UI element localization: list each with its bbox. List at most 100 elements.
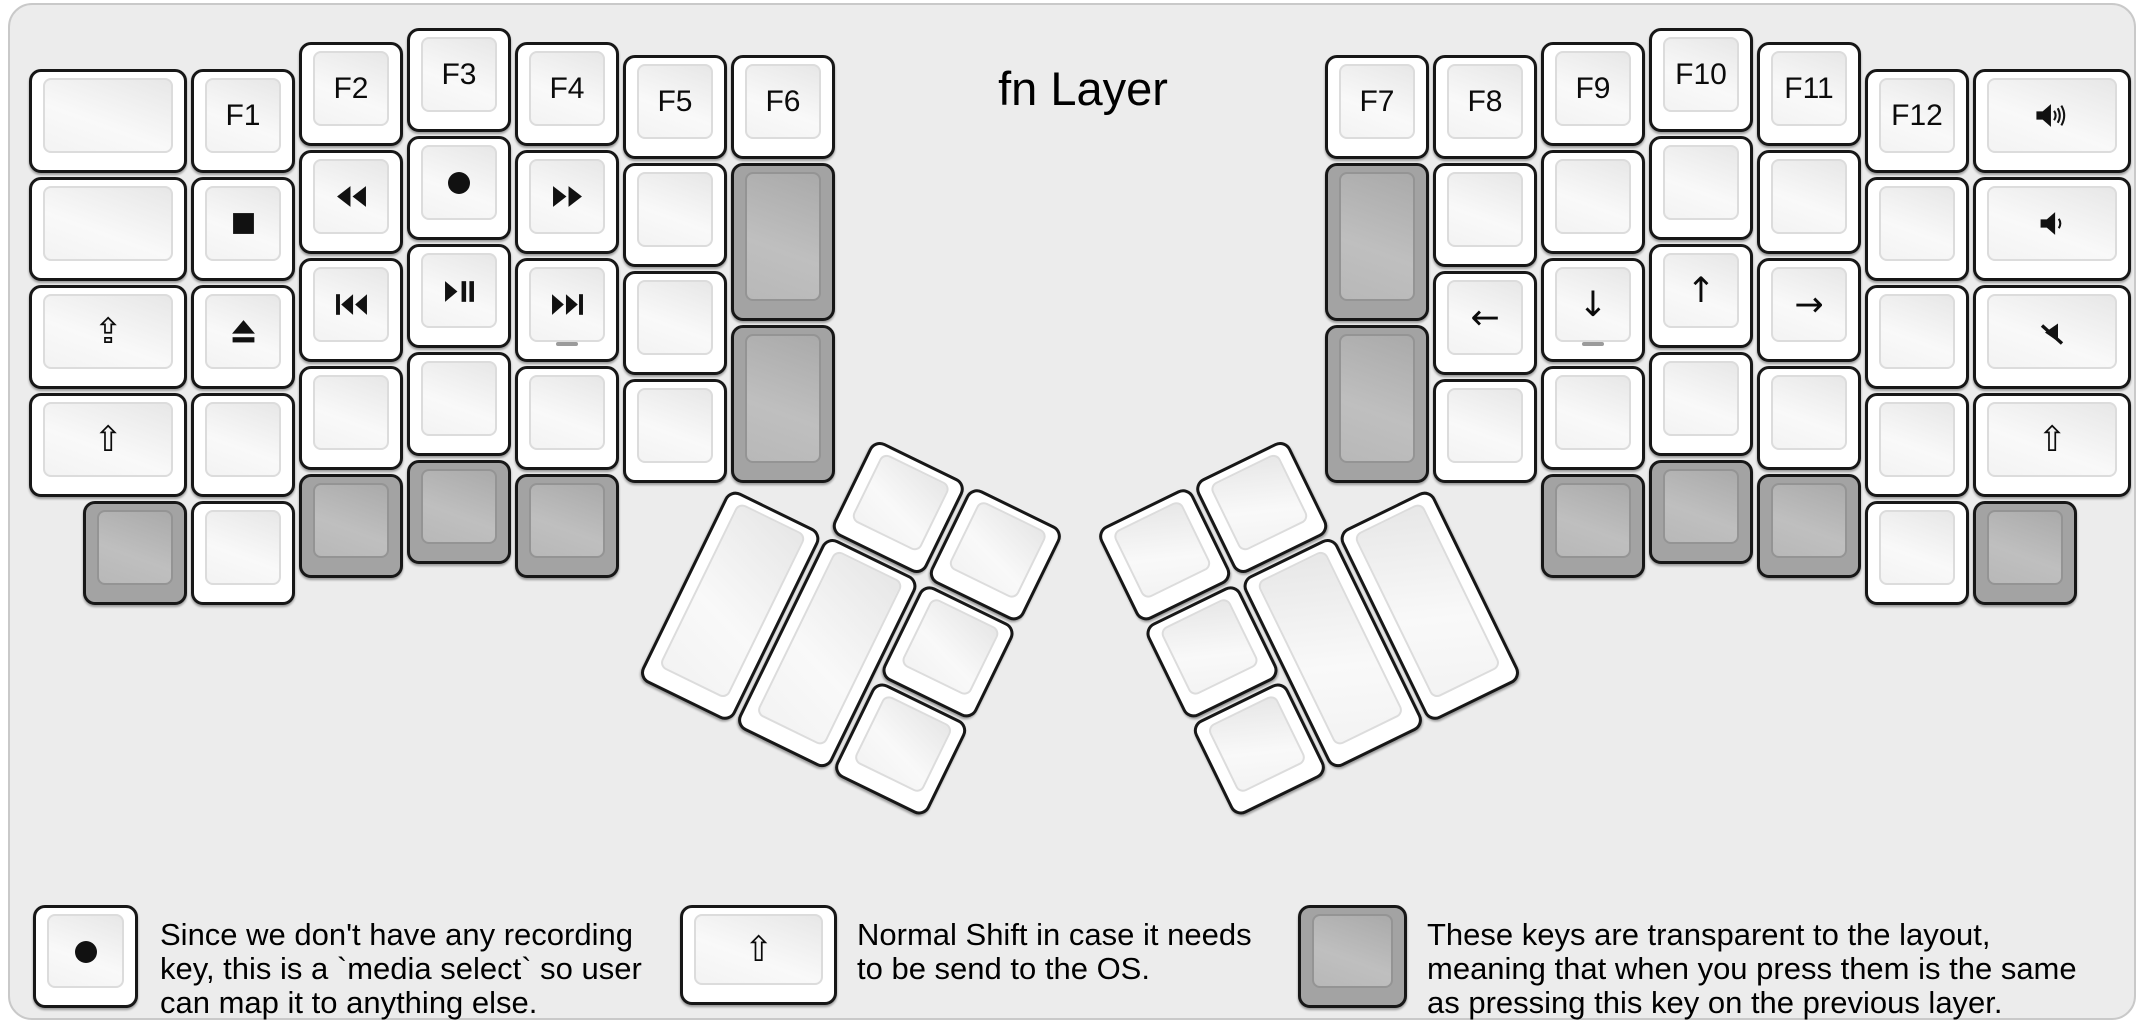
- key-f5[interactable]: F5: [623, 55, 727, 159]
- key-transparent[interactable]: [1973, 500, 2077, 605]
- key-blank[interactable]: [1865, 500, 1969, 605]
- key-transparent[interactable]: [515, 473, 619, 578]
- keytop: [421, 37, 497, 112]
- keytop: [1987, 77, 2117, 153]
- key-f2[interactable]: F2: [299, 41, 403, 146]
- key-blank[interactable]: [623, 271, 727, 375]
- key-f8[interactable]: F8: [1433, 55, 1537, 159]
- key-label: F4: [549, 71, 585, 105]
- key-f7[interactable]: F7: [1325, 55, 1429, 159]
- key-blank[interactable]: [1649, 136, 1753, 240]
- fast-forward-icon: [518, 153, 616, 241]
- key-transparent[interactable]: [1325, 325, 1429, 483]
- key-blank[interactable]: [1757, 365, 1861, 470]
- keytop: [1555, 50, 1631, 126]
- keytop: [850, 452, 952, 553]
- key-f3[interactable]: F3: [407, 28, 511, 132]
- legend-text: These keys are transparent to the layout…: [1427, 917, 2077, 1020]
- key-transparent[interactable]: [1649, 460, 1753, 564]
- arrow-right-icon: →: [1794, 284, 1824, 325]
- key-volume-up[interactable]: [1973, 68, 2131, 173]
- key-volume-down[interactable]: [1973, 176, 2131, 281]
- key-blank[interactable]: [29, 176, 187, 281]
- keytop: [1771, 266, 1847, 342]
- key-blank[interactable]: [1433, 163, 1537, 267]
- volume-down-icon: [1976, 180, 2128, 268]
- keytop: [1987, 401, 2117, 477]
- key-prev-track[interactable]: [299, 257, 403, 362]
- rewind-icon: [302, 153, 400, 241]
- key-arrow-up[interactable]: ↑: [1649, 244, 1753, 348]
- key-transparent[interactable]: [731, 163, 835, 321]
- key-blank[interactable]: [1757, 149, 1861, 254]
- key-blank[interactable]: [515, 365, 619, 470]
- key-label: F9: [1575, 71, 1611, 105]
- keytop: [313, 158, 389, 234]
- key-blank[interactable]: [191, 500, 295, 605]
- key-rewind[interactable]: [299, 149, 403, 254]
- key-label: F6: [765, 85, 801, 118]
- key-blank[interactable]: [1865, 392, 1969, 497]
- keytop: [1771, 482, 1847, 558]
- key-label: F3: [441, 58, 477, 91]
- key-f1[interactable]: F1: [191, 68, 295, 173]
- key-eject[interactable]: [191, 284, 295, 389]
- key-f9[interactable]: F9: [1541, 41, 1645, 146]
- key-blank[interactable]: [299, 365, 403, 470]
- key-record[interactable]: [407, 136, 511, 240]
- keytop: [1206, 693, 1308, 795]
- keytop: [1879, 509, 1955, 585]
- key-blank[interactable]: [1865, 284, 1969, 389]
- key-caps-lock[interactable]: ⇪: [29, 284, 187, 389]
- key-shift[interactable]: ⇧: [29, 392, 187, 497]
- keytop: [637, 280, 713, 355]
- key-blank[interactable]: [1649, 352, 1753, 456]
- homing-bar: [556, 341, 578, 346]
- key-mute[interactable]: [1973, 284, 2131, 389]
- stop-icon: [194, 180, 292, 268]
- key-f12[interactable]: F12: [1865, 68, 1969, 173]
- key-transparent[interactable]: [1541, 473, 1645, 578]
- key-transparent[interactable]: [83, 500, 187, 605]
- key-next-track[interactable]: [515, 257, 619, 362]
- key-blank[interactable]: [191, 392, 295, 497]
- key-arrow-down[interactable]: ↓: [1541, 257, 1645, 362]
- key-arrow-right[interactable]: →: [1757, 257, 1861, 362]
- key-blank[interactable]: [407, 352, 511, 456]
- key-blank[interactable]: [1865, 176, 1969, 281]
- shift-icon: ⇧: [93, 419, 123, 460]
- key-blank[interactable]: [1541, 149, 1645, 254]
- keytop: [1879, 293, 1955, 369]
- key-fast-forward[interactable]: [515, 149, 619, 254]
- key-stop[interactable]: [191, 176, 295, 281]
- shift-icon: ⇧: [2037, 419, 2067, 460]
- key-f10[interactable]: F10: [1649, 28, 1753, 132]
- key-blank[interactable]: [1541, 365, 1645, 470]
- key-transparent[interactable]: [1757, 473, 1861, 578]
- key-blank[interactable]: [623, 163, 727, 267]
- key-label: F7: [1359, 85, 1395, 118]
- key-blank[interactable]: [29, 68, 187, 173]
- key-blank[interactable]: [1433, 379, 1537, 483]
- key-shift[interactable]: ⇧: [1973, 392, 2131, 497]
- key-label: F1: [225, 98, 261, 132]
- key-transparent[interactable]: [1325, 163, 1429, 321]
- key-transparent[interactable]: [407, 460, 511, 564]
- record-icon: [410, 139, 508, 227]
- keytop: [205, 77, 281, 153]
- key-f4[interactable]: F4: [515, 41, 619, 146]
- record-icon: [36, 908, 135, 995]
- keytop: [97, 509, 173, 585]
- key-play-pause[interactable]: [407, 244, 511, 348]
- arrow-down-icon: ↓: [1578, 284, 1608, 325]
- keytop: [899, 596, 1002, 698]
- key-transparent[interactable]: [299, 473, 403, 578]
- shift-key-icon: ⇧: [680, 905, 837, 1005]
- key-arrow-left[interactable]: ←: [1433, 271, 1537, 375]
- key-label: F2: [333, 71, 369, 105]
- key-f11[interactable]: F11: [1757, 41, 1861, 146]
- key-blank[interactable]: [623, 379, 727, 483]
- key-f6[interactable]: F6: [731, 55, 835, 159]
- key-label: F12: [1891, 98, 1943, 132]
- key-transparent[interactable]: [731, 325, 835, 483]
